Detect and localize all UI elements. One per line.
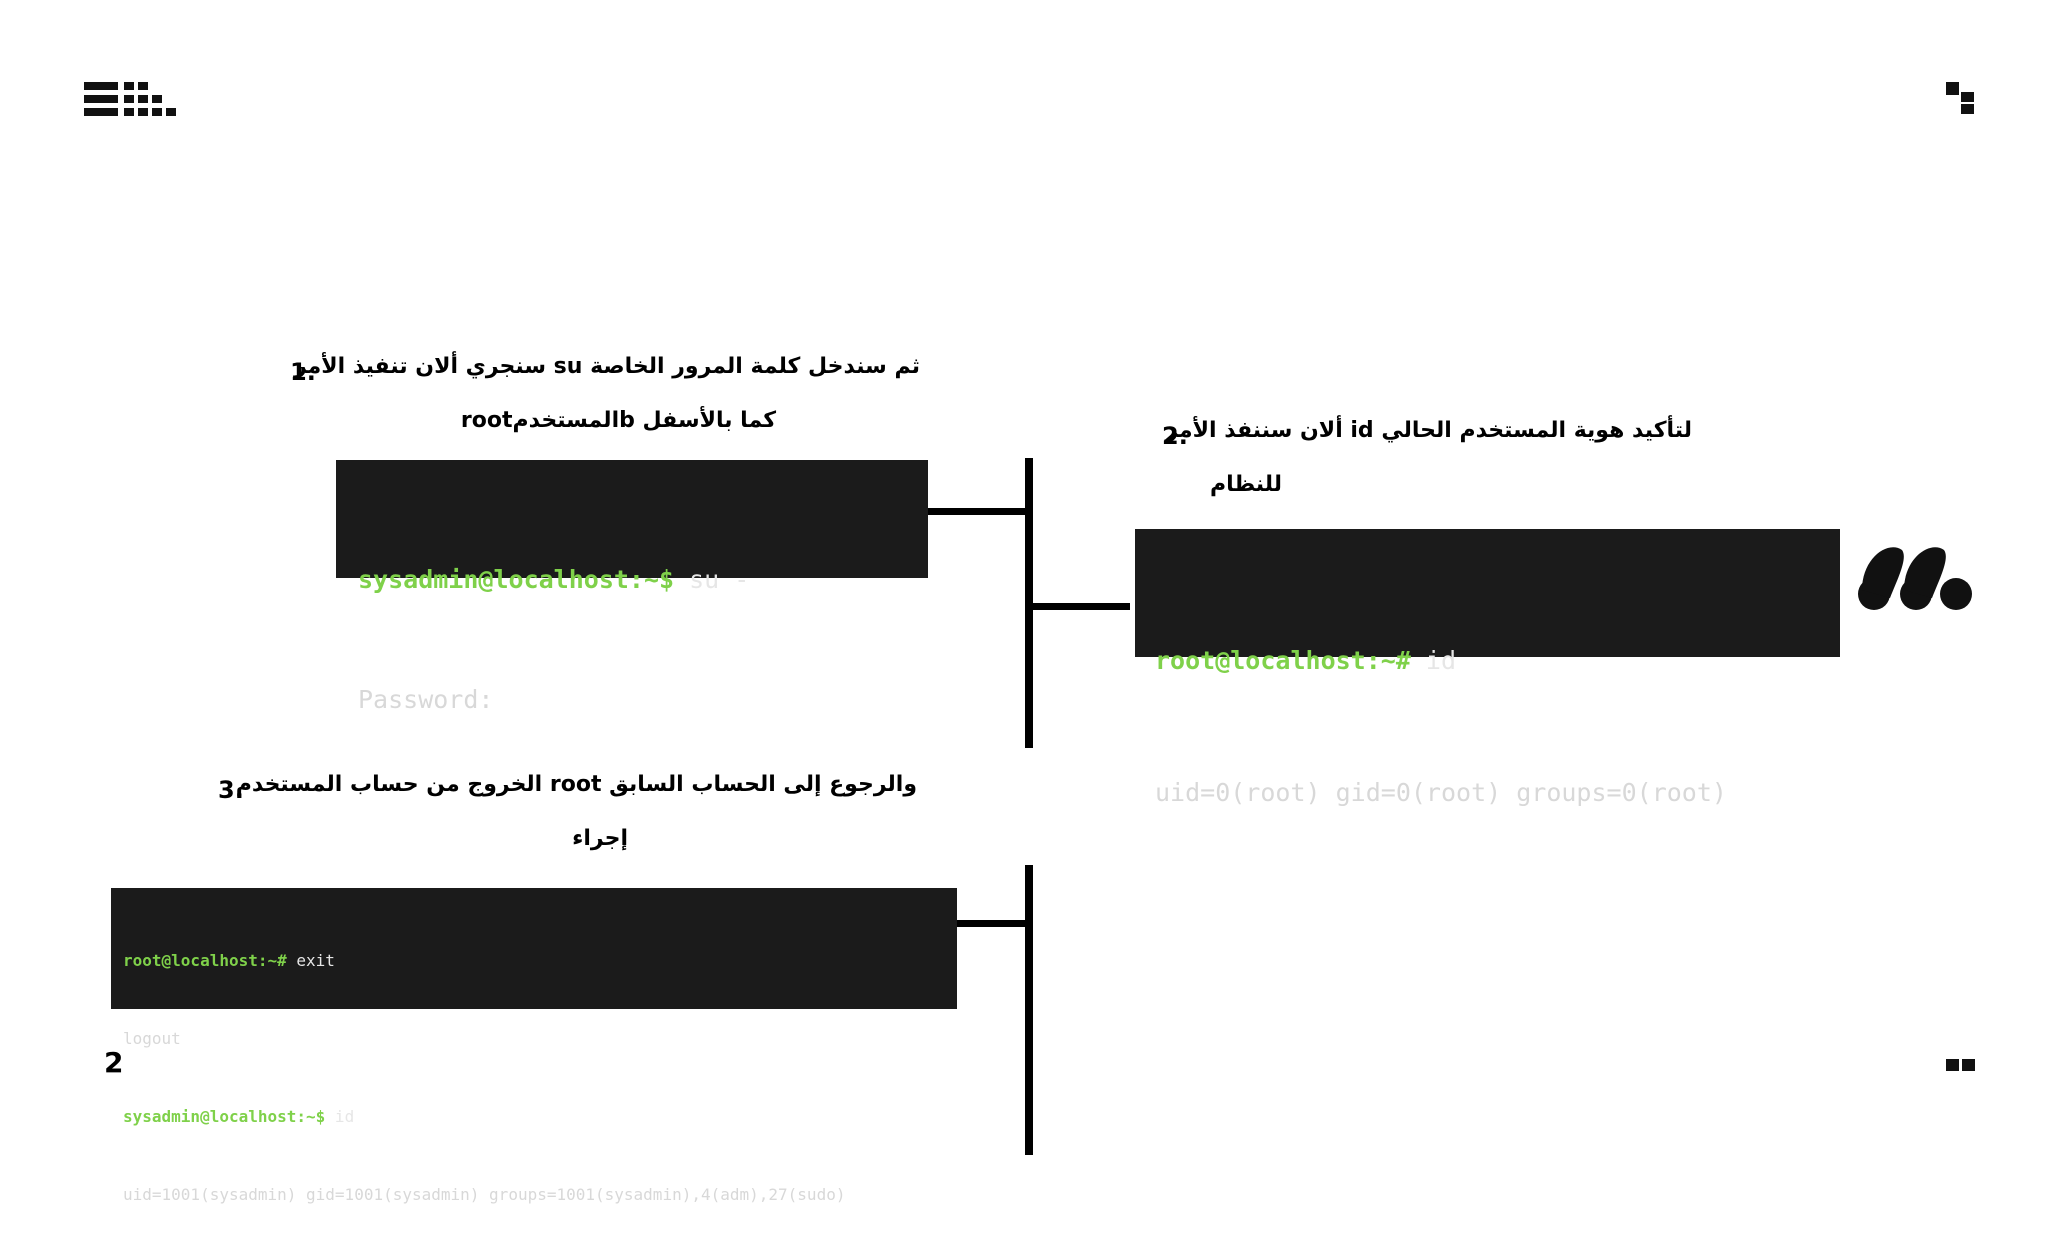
terminal-command: id [1410, 646, 1457, 675]
step-1-caption-line2: كما بالأسفل bالمستخدمroot [460, 408, 776, 433]
terminal-command: id [325, 1107, 355, 1126]
bottom-vertical-connector [1025, 865, 1033, 1155]
terminal-output: logout [123, 1029, 181, 1048]
step-2-number: 2. [1162, 422, 1188, 450]
step-3-number: 3. [218, 776, 244, 804]
terminal-output: uid=0(root) gid=0(root) groups=0(root) [1155, 778, 1727, 807]
step-3-caption-line1: والرجوع إلى الحساب السابق root الخروج من… [235, 772, 917, 797]
terminal-prompt: root@localhost:~# [123, 951, 287, 970]
terminal-command: exit [286, 951, 335, 970]
terminal-command: su - [674, 565, 750, 594]
step-1-caption-line1: ثم سندخل كلمة المرور الخاصة su سنجري ألا… [293, 354, 920, 379]
connector-step2 [1030, 603, 1130, 610]
step-2-caption-line1: لتأكيد هوية المستخدم الحالي id ألان سننف… [1165, 418, 1692, 443]
connector-step1 [926, 508, 1028, 515]
page-number: 2 [104, 1046, 124, 1079]
step-2-caption-line2: للنظام [1209, 472, 1282, 497]
step-3-caption-line2: إجراء [572, 826, 628, 851]
blob-logo-icon [1858, 547, 1972, 610]
double-square-icon [1946, 1059, 1976, 1073]
main-vertical-connector [1025, 458, 1033, 748]
terminal-output: uid=1001(sysadmin) gid=1001(sysadmin) gr… [123, 1185, 846, 1204]
terminal-prompt: root@localhost:~# [1155, 646, 1411, 675]
step-2-terminal: root@localhost:~# id uid=0(root) gid=0(r… [1135, 529, 1840, 807]
corner-dots-icon [1946, 82, 1976, 114]
dash-dot-logo-icon [84, 82, 176, 116]
terminal-prompt: sysadmin@localhost:~$ [358, 565, 675, 594]
step-1-number: 1. [290, 358, 316, 386]
terminal-output: Password: [358, 685, 494, 714]
step-1-terminal: sysadmin@localhost:~$ su - Password: [336, 460, 928, 714]
connector-step3 [956, 920, 1028, 927]
terminal-prompt: sysadmin@localhost:~$ [123, 1107, 326, 1126]
step-3-terminal: root@localhost:~# exit logout sysadmin@l… [111, 888, 957, 1204]
